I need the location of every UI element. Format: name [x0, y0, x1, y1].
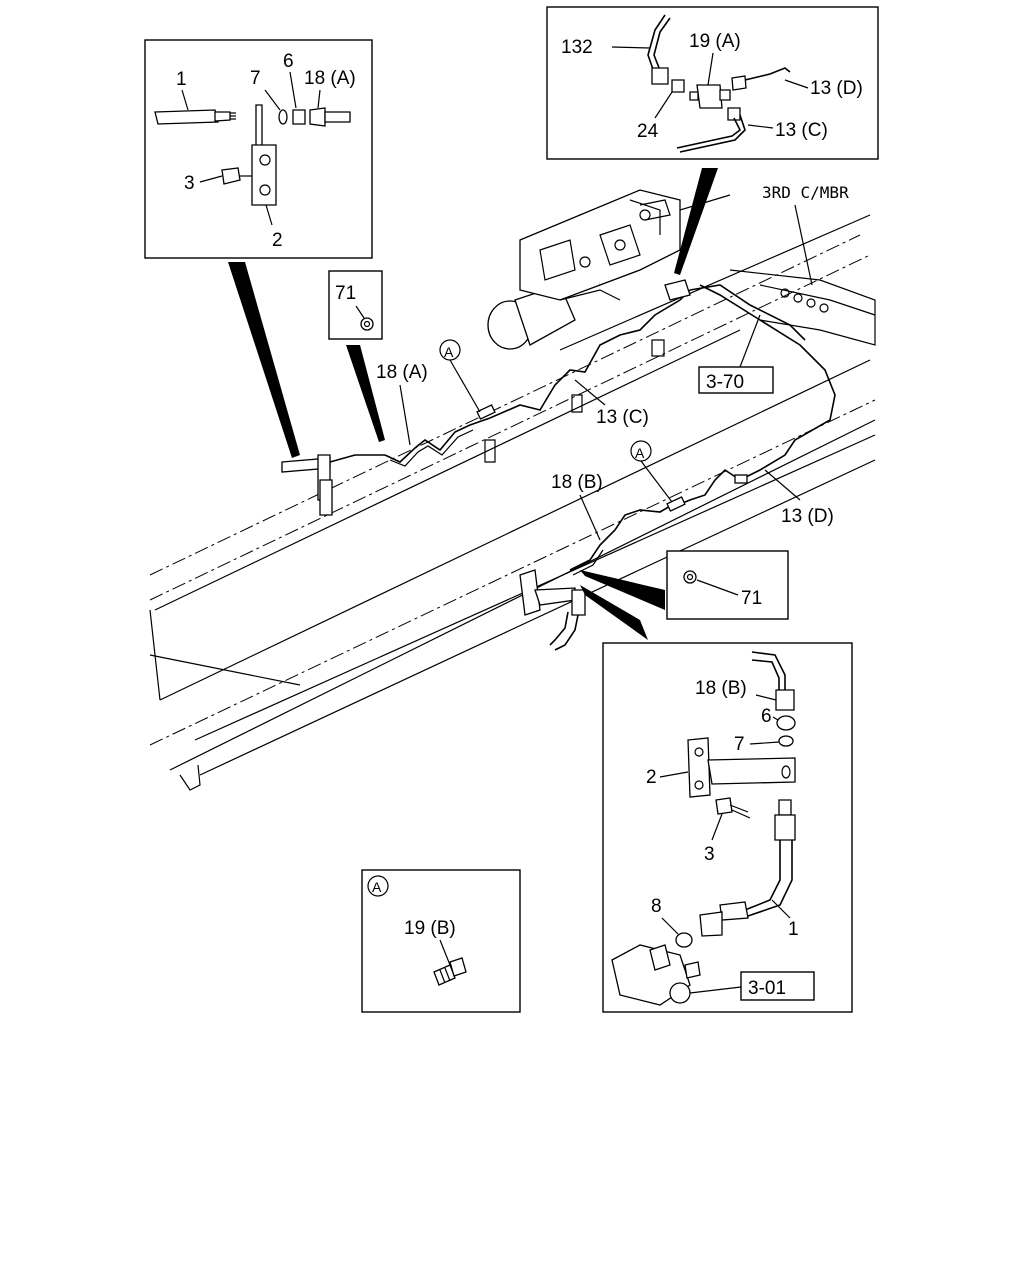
ref-3-01-text: 3-01	[748, 978, 786, 999]
bl-label-19b: 19 (B)	[404, 918, 456, 939]
label-18b-main: 18 (B)	[551, 472, 603, 493]
inset-bottom-right: 18 (B) 6 7 2 3 8 1 3-01	[602, 642, 853, 1013]
tl-label-7: 7	[250, 68, 261, 89]
br-label-2: 2	[646, 767, 657, 788]
tl-label-1: 1	[176, 69, 187, 90]
tr-label-13c: 13 (C)	[775, 120, 828, 141]
inset-top-left: 1 7 6 18 (A) 3 2	[144, 39, 373, 259]
tr-label-13d: 13 (D)	[810, 78, 863, 99]
valve-assembly	[487, 189, 681, 350]
circle-a-text-1: A	[444, 344, 454, 360]
inset-top-right: 132 19 (A) 13 (D) 24 13 (C)	[546, 6, 879, 160]
tl-label-18a: 18 (A)	[304, 68, 356, 89]
main-labels: 3RD C/MBR 18 (A) A 13 (C) 3-70 A 18 (B) …	[376, 183, 849, 541]
ref-3-70-text: 3-70	[706, 372, 744, 393]
ref-3-01-box	[740, 971, 815, 1001]
box71-right-label: 71	[741, 588, 762, 609]
tl-label-6: 6	[283, 51, 294, 72]
third-crossmember-label: 3RD C/MBR	[762, 183, 849, 202]
box71-left-label: 71	[335, 283, 356, 304]
brake-pipes	[281, 279, 836, 651]
label-13d-main: 13 (D)	[781, 506, 834, 527]
box-71-right: 71	[666, 550, 789, 620]
leader-wedges	[228, 168, 718, 640]
tl-label-3: 3	[184, 173, 195, 194]
br-label-7: 7	[734, 734, 745, 755]
br-label-1: 1	[788, 919, 799, 940]
bl-circle-a	[367, 875, 389, 897]
circle-a-text-2: A	[635, 445, 645, 461]
tr-label-24: 24	[637, 121, 659, 142]
br-label-3: 3	[704, 844, 715, 865]
br-label-6: 6	[761, 706, 772, 727]
tr-label-132: 132	[561, 37, 593, 58]
tr-label-19a: 19 (A)	[689, 31, 741, 52]
box-71-left: 71	[328, 270, 383, 340]
ref-3-70-box	[698, 366, 774, 394]
inset-bottom-left: A 19 (B)	[361, 869, 521, 1013]
bl-circle-a-text: A	[372, 879, 382, 895]
label-18a-main: 18 (A)	[376, 362, 428, 383]
tl-label-2: 2	[272, 230, 283, 251]
br-label-8: 8	[651, 896, 662, 917]
label-13c-main: 13 (C)	[596, 407, 649, 428]
br-label-18b: 18 (B)	[695, 678, 747, 699]
